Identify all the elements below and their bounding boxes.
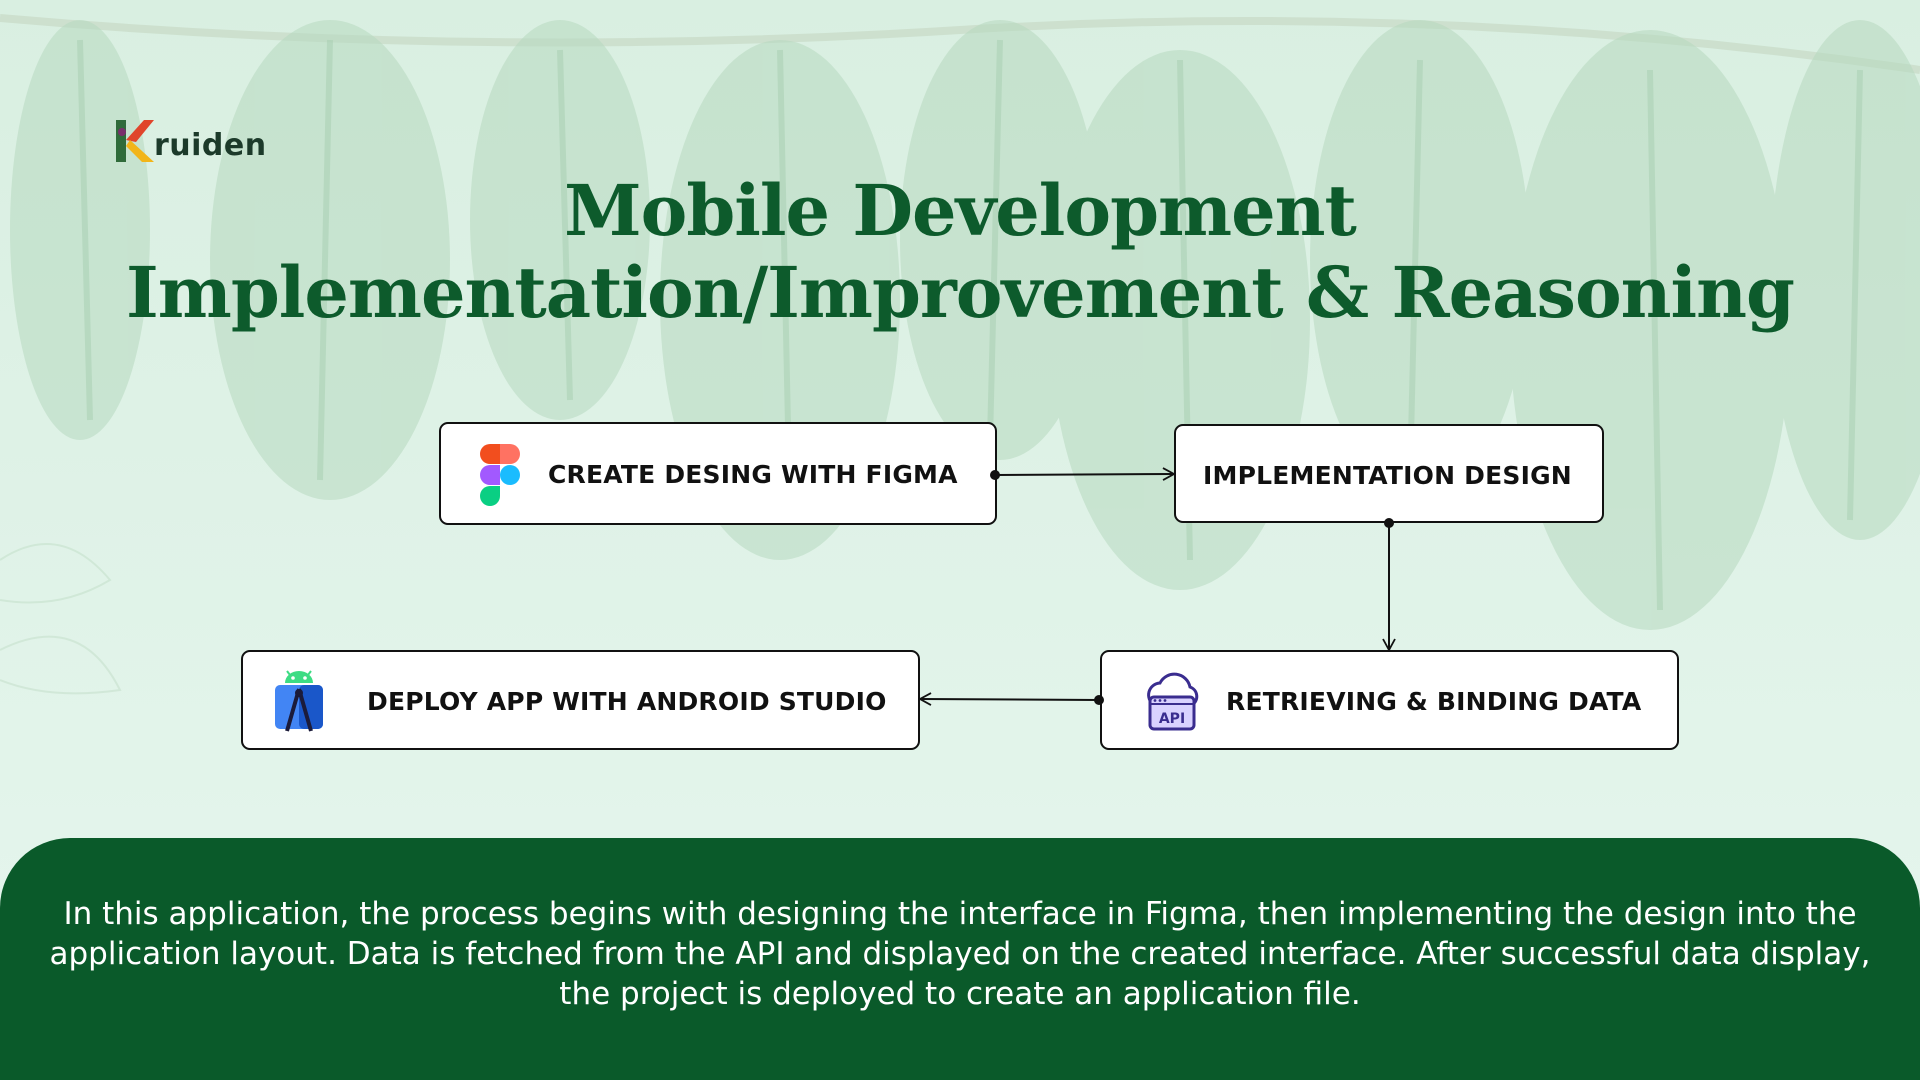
flow-node-label: DEPLOY APP WITH ANDROID STUDIO <box>367 687 887 716</box>
brand-name: ruiden <box>154 127 267 163</box>
description-text: In this application, the process begins … <box>49 896 1871 1012</box>
flow-node-api: API RETRIEVING & BINDING DATA <box>1100 650 1679 750</box>
page-title-line-1: Mobile Development <box>564 169 1357 252</box>
flow-node-label: CREATE DESING WITH FIGMA <box>548 460 958 489</box>
flow-node-label: RETRIEVING & BINDING DATA <box>1226 687 1642 716</box>
flow-node-implementation: IMPLEMENTATION DESIGN <box>1174 424 1604 523</box>
description-panel: In this application, the process begins … <box>0 838 1920 1080</box>
flow-node-deploy: DEPLOY APP WITH ANDROID STUDIO <box>241 650 920 750</box>
api-cloud-icon: API <box>1147 672 1199 731</box>
android-studio-icon <box>275 670 323 732</box>
page-title-line-2: Implementation/Improvement & Reasoning <box>126 251 1795 334</box>
kruiden-logo-icon <box>116 120 154 162</box>
flow-node-label: IMPLEMENTATION DESIGN <box>1203 461 1572 490</box>
figma-icon <box>480 444 520 506</box>
svg-text:API: API <box>1159 711 1185 727</box>
brand-logo: ruiden <box>110 112 267 168</box>
flow-node-figma: CREATE DESING WITH FIGMA <box>439 422 997 525</box>
